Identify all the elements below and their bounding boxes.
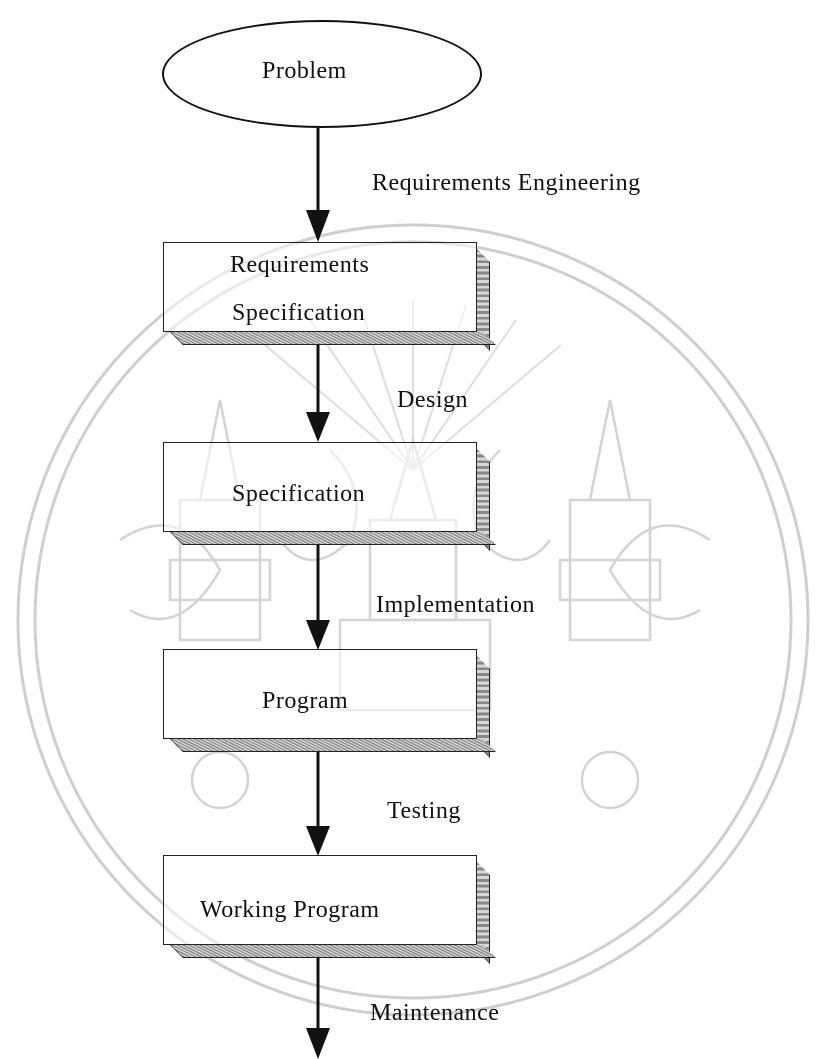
requirements-specification-label-line2: Specification	[232, 300, 366, 326]
arrowhead-4	[306, 826, 330, 856]
box-shadow-bottom	[170, 332, 496, 345]
working-program-node	[163, 855, 496, 964]
edge-label-implementation: Implementation	[376, 592, 535, 618]
box-shadow-bottom	[170, 945, 496, 958]
arrowhead-2	[306, 412, 330, 442]
problem-label: Problem	[262, 58, 347, 84]
edge-label-maintenance: Maintenance	[370, 1000, 500, 1026]
problem-node	[162, 20, 482, 128]
edge-label-testing: Testing	[387, 798, 461, 824]
arrowhead-1	[306, 210, 330, 242]
edge-label-requirements-engineering: Requirements Engineering	[372, 170, 641, 196]
arrowhead-3	[306, 620, 330, 650]
edge-label-design: Design	[397, 387, 468, 413]
program-label: Program	[262, 688, 349, 714]
requirements-specification-node	[163, 242, 496, 351]
program-node	[163, 649, 496, 758]
requirements-specification-label-line1: Requirements	[230, 252, 370, 278]
box-shadow-bottom	[170, 739, 496, 752]
specification-node	[163, 442, 496, 551]
arrowhead-5	[306, 1028, 330, 1059]
working-program-label: Working Program	[200, 897, 380, 923]
box-shadow-bottom	[170, 532, 496, 545]
specification-label: Specification	[232, 481, 366, 507]
